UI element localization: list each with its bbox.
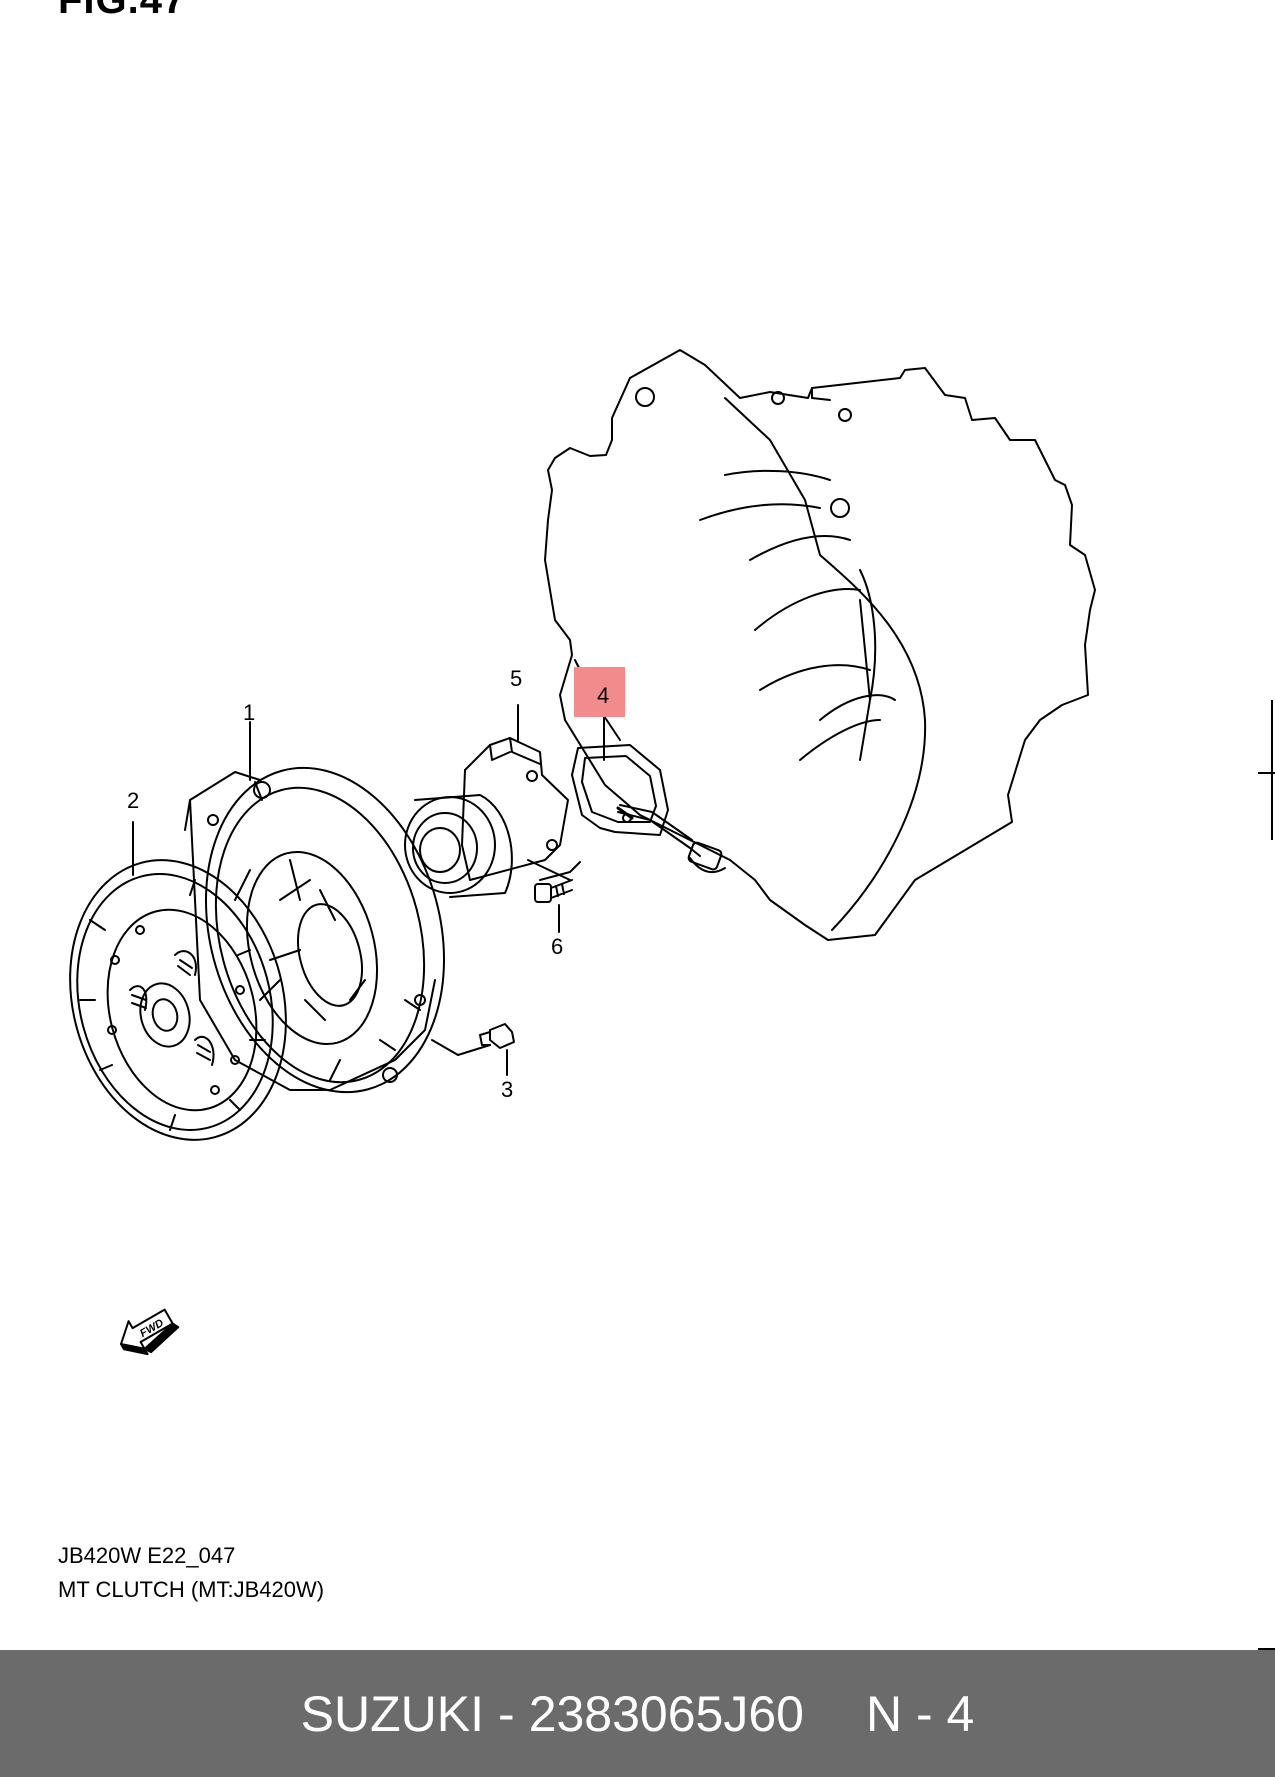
callout-6[interactable]: 6 [551, 934, 563, 959]
edge-tick-mark [1258, 1648, 1275, 1650]
part-3-bolt [431, 1023, 515, 1056]
footer-bar: SUZUKI - 2383065J60 N - 4 [0, 1650, 1275, 1777]
footer-separator: - [498, 1685, 515, 1742]
fwd-arrow-icon: FWD [120, 1308, 180, 1356]
part-1-pressure-plate [184, 766, 446, 1094]
footer-reference: N - 4 [865, 1685, 975, 1742]
edge-tick-mark [1258, 772, 1275, 774]
callout-2[interactable]: 2 [127, 788, 139, 813]
diagram-name: MT CLUTCH (MT:JB420W) [58, 1577, 325, 1602]
figure-title: FIG.47 [58, 0, 187, 22]
diagram-code: JB420W E22_047 [58, 1543, 236, 1568]
callout-3[interactable]: 3 [501, 1077, 513, 1102]
callout-4[interactable]: 4 [597, 683, 609, 708]
highlight-box[interactable] [574, 667, 625, 717]
callout-5[interactable]: 5 [510, 666, 522, 691]
part-2-clutch-disc [69, 859, 287, 1141]
callout-1[interactable]: 1 [243, 700, 255, 725]
transmission-housing [544, 349, 1096, 941]
exploded-parts-diagram: 1 2 3 4 5 6 FWD [69, 349, 1096, 1356]
part-5-release-bearing [404, 737, 571, 898]
footer-part-number: 2383065J60 [528, 1685, 804, 1742]
edge-tick-mark [1271, 700, 1273, 840]
leader-lines [132, 704, 605, 1076]
footer-brand: SUZUKI [300, 1685, 485, 1742]
part-6-bolt [534, 861, 581, 903]
